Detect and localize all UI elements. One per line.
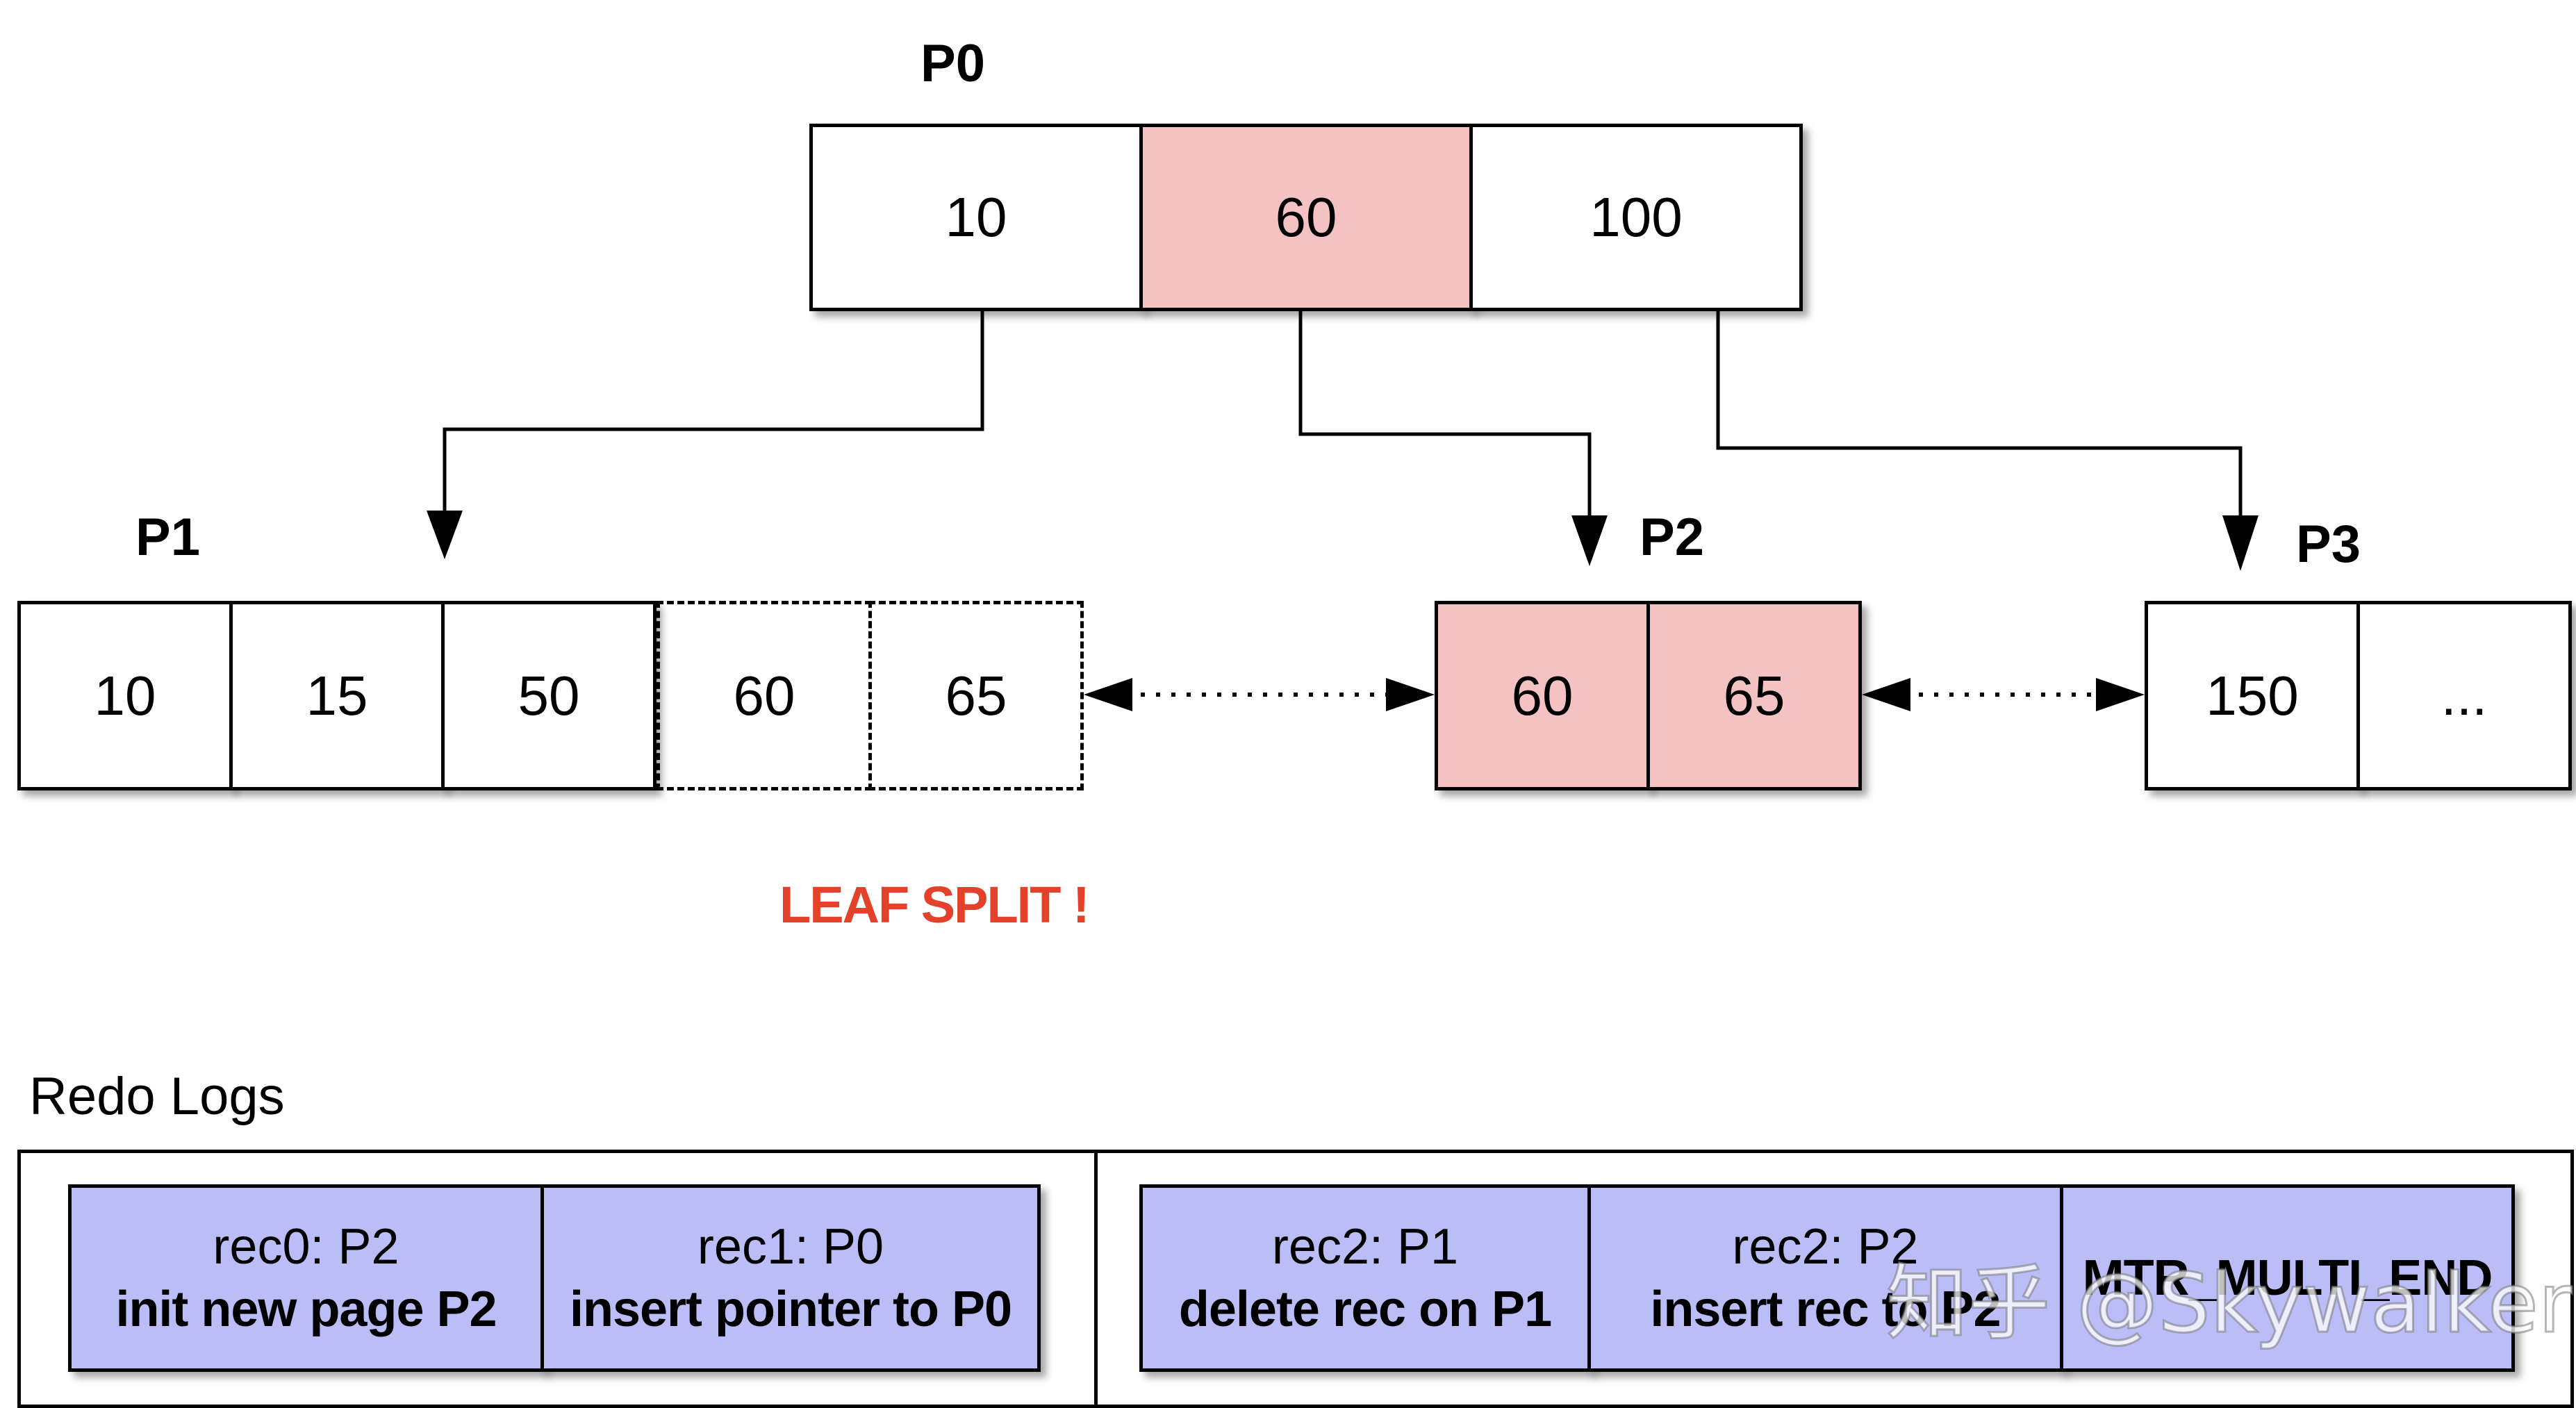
p1-key-3: 50 bbox=[441, 601, 657, 790]
sibling-arrow-right-p2 bbox=[1386, 678, 1435, 711]
arrowhead-p3 bbox=[2222, 515, 2259, 571]
pointer-p0-to-p3 bbox=[1716, 309, 2243, 521]
p1-moved-key-2: 65 bbox=[868, 601, 1084, 790]
leaf-split-label: LEAF SPLIT ! bbox=[779, 876, 1090, 934]
redo-record-2-id: rec2: P1 bbox=[1271, 1219, 1459, 1275]
redo-record-1: rec1: P0 insert pointer to P0 bbox=[540, 1184, 1041, 1372]
p0-key-1: 10 bbox=[809, 124, 1143, 311]
redo-record-0-desc: init new page P2 bbox=[115, 1282, 497, 1337]
page-label-p2: P2 bbox=[1640, 508, 1704, 567]
p0-key-2-highlighted: 60 bbox=[1139, 124, 1473, 311]
sibling-arrow-right-p3 bbox=[2096, 678, 2145, 711]
redo-record-0-id: rec0: P2 bbox=[213, 1219, 399, 1275]
sibling-arrow-left-p1 bbox=[1084, 678, 1132, 711]
p1-key-2: 15 bbox=[229, 601, 445, 790]
p2-key-1: 60 bbox=[1435, 601, 1650, 790]
redo-record-0: rec0: P2 init new page P2 bbox=[68, 1184, 544, 1372]
redo-record-3-desc: insert rec to P2 bbox=[1650, 1282, 2001, 1337]
redo-log-mtr-divider bbox=[1094, 1150, 1098, 1408]
page-label-p3: P3 bbox=[2296, 515, 2361, 574]
arrowhead-p1 bbox=[427, 511, 463, 559]
pointer-p0-to-p1 bbox=[443, 309, 984, 517]
p3-key-2: ... bbox=[2356, 601, 2572, 790]
redo-record-1-desc: insert pointer to P0 bbox=[569, 1282, 1012, 1337]
p3-key-1: 150 bbox=[2145, 601, 2360, 790]
sibling-arrow-left-p2 bbox=[1862, 678, 1910, 711]
redo-record-1-id: rec1: P0 bbox=[697, 1219, 884, 1275]
page-label-p1: P1 bbox=[135, 508, 200, 567]
redo-record-3-id: rec2: P2 bbox=[1732, 1219, 1919, 1275]
redo-record-2: rec2: P1 delete rec on P1 bbox=[1139, 1184, 1591, 1372]
p1-key-1: 10 bbox=[17, 601, 233, 790]
p1-moved-key-1: 60 bbox=[657, 601, 872, 790]
redo-logs-title: Redo Logs bbox=[29, 1067, 285, 1126]
redo-record-mtr-end: MTR_MULTI_END bbox=[2060, 1184, 2515, 1372]
p0-key-3: 100 bbox=[1469, 124, 1803, 311]
redo-record-2-desc: delete rec on P1 bbox=[1178, 1282, 1552, 1337]
redo-record-mtr-end-desc: MTR_MULTI_END bbox=[2082, 1250, 2493, 1306]
pointer-p0-to-p2 bbox=[1298, 309, 1592, 521]
page-label-p0: P0 bbox=[920, 34, 985, 93]
redo-record-3: rec2: P2 insert rec to P2 bbox=[1587, 1184, 2063, 1372]
arrowhead-p2 bbox=[1571, 515, 1608, 566]
p2-key-2: 65 bbox=[1646, 601, 1862, 790]
watermark-text: 知乎 @Skywalker bbox=[1885, 1254, 2573, 1352]
